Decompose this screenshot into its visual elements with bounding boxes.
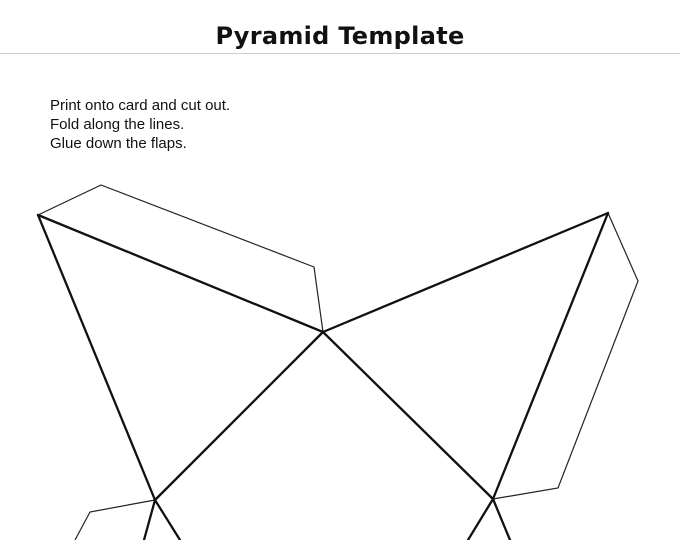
face-edge-1 (36, 213, 325, 334)
face-edge-3 (153, 330, 325, 502)
face-edge-7 (153, 498, 182, 540)
glue-flap-top-left (37, 184, 324, 333)
instructions: Print onto card and cut out. Fold along … (50, 96, 230, 153)
instruction-line-3: Glue down the flaps. (50, 135, 187, 152)
instruction-line-1: Print onto card and cut out. (50, 97, 231, 114)
face-edge-5 (491, 211, 610, 501)
face-edge-10 (491, 497, 512, 540)
page-title: Pyramid Template (215, 22, 465, 50)
title-divider (0, 53, 680, 54)
face-edge-8 (142, 498, 157, 540)
face-edge-4 (321, 211, 610, 334)
face-edge-9 (466, 497, 495, 540)
instruction-line-2: Fold along the lines. (50, 116, 185, 133)
glue-flap-right (492, 212, 639, 500)
glue-flap-bottom-left (74, 499, 156, 540)
face-edge-2 (36, 213, 157, 502)
face-edge-6 (321, 330, 495, 501)
